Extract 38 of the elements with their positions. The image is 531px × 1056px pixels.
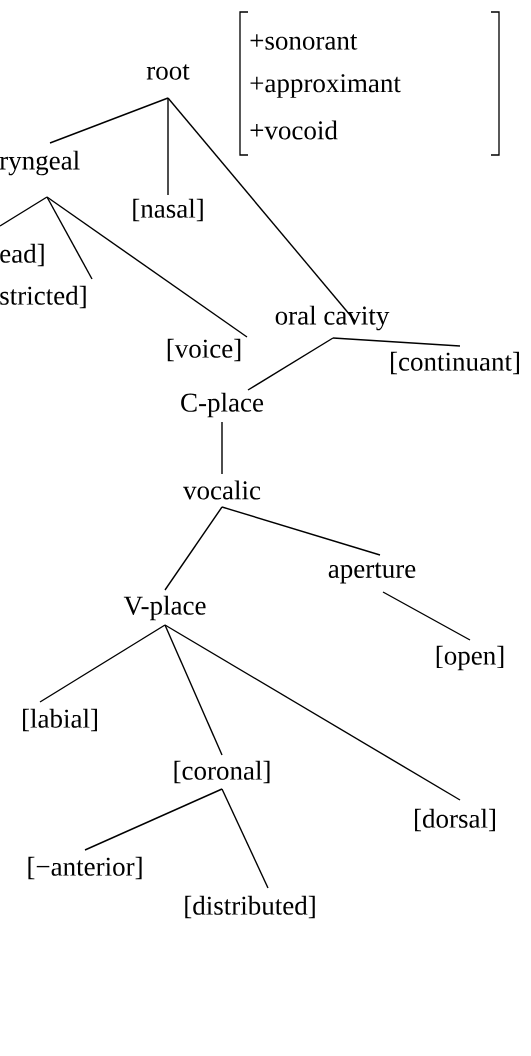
feature-label: [open]: [436, 645, 504, 671]
feature-label: [distributed]: [185, 895, 315, 919]
feature-label: root: [146, 64, 190, 80]
feature-label: [nasal]: [133, 198, 203, 222]
tree-branch: [382, 591, 471, 641]
tree-branch: [221, 788, 269, 889]
tree-branch: [164, 506, 223, 591]
feature-label: [coronal]: [174, 760, 270, 784]
feature-value: +approximant: [250, 74, 401, 98]
tree-branch: [247, 337, 334, 391]
feature-label: V-place: [123, 595, 206, 621]
feature-label: aperture: [328, 562, 416, 584]
tree-branch: [84, 788, 223, 851]
feature-value: +vocoid: [250, 120, 338, 140]
feature-label: [dorsal]: [415, 808, 495, 832]
tree-branch: [221, 421, 223, 475]
tree-branch: [164, 624, 223, 756]
tree-branch: [0, 196, 48, 227]
feature-value: +sonorant: [250, 34, 358, 50]
feature-label: ryngeal: [0, 150, 80, 176]
feature-label: [−anterior]: [28, 856, 142, 880]
tree-branch: [39, 624, 166, 703]
tree-branch: [332, 337, 461, 347]
tree-branch: [46, 196, 93, 280]
feature-label: oral cavity: [275, 305, 390, 331]
tree-branch: [167, 97, 356, 322]
feature-label: stricted]: [0, 285, 86, 309]
tree-branch: [164, 624, 461, 801]
tree-branch: [49, 97, 169, 144]
feature-label: [labial]: [23, 708, 97, 732]
tree-branch: [46, 196, 248, 338]
feature-label: [voice]: [167, 338, 241, 362]
feature-label: [continuant]: [391, 351, 519, 375]
feature-label: C-place: [181, 392, 264, 418]
feature-label: vocalic: [183, 480, 261, 500]
tree-branch: [167, 97, 169, 196]
tree-branch: [221, 506, 381, 556]
feature-label: ead]: [0, 243, 44, 267]
